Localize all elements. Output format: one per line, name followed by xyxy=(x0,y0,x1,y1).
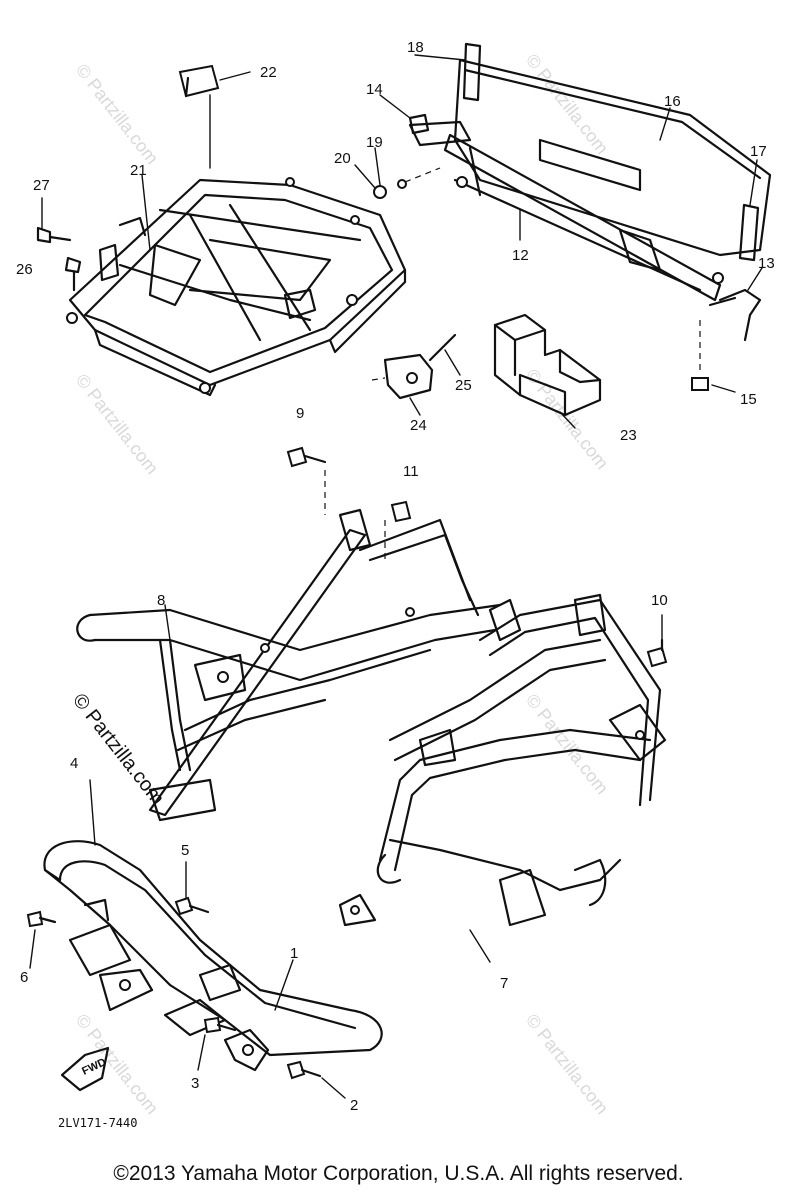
part-label-9: 9 xyxy=(296,405,304,422)
part-label-12: 12 xyxy=(512,247,529,264)
part-label-2: 2 xyxy=(350,1097,358,1114)
bolts-9-11 xyxy=(286,446,412,560)
part-label-17: 17 xyxy=(750,143,767,160)
watermark: © Partzilla.com xyxy=(522,1010,612,1118)
fwd-label: FWD xyxy=(80,1056,108,1077)
part-label-22: 22 xyxy=(260,64,277,81)
part-label-10: 10 xyxy=(651,592,668,609)
bolts-2-3-5-6 xyxy=(26,861,346,1099)
copyright-notice: ©2013 Yamaha Motor Corporation, U.S.A. A… xyxy=(113,1162,684,1185)
part-label-11: 11 xyxy=(403,463,419,480)
part-label-27: 27 xyxy=(33,177,50,194)
watermark: © Partzilla.com xyxy=(72,60,162,168)
part-label-15: 15 xyxy=(740,391,757,408)
part-label-18: 18 xyxy=(407,39,424,56)
part-label-26: 26 xyxy=(16,261,33,278)
frame-8-drawing xyxy=(76,508,502,822)
front-bar-drawing xyxy=(43,840,383,1072)
part-label-23: 23 xyxy=(620,427,637,444)
watermark: © Partzilla.com xyxy=(72,370,162,478)
seatback-drawing xyxy=(408,42,772,342)
part-label-25: 25 xyxy=(455,377,472,394)
part-label-19: 19 xyxy=(366,134,383,151)
cap-22 xyxy=(178,64,251,169)
bolt-15 xyxy=(691,320,736,393)
parts-24-25 xyxy=(371,333,457,400)
block-23 xyxy=(493,313,602,417)
part-label-5: 5 xyxy=(181,842,189,859)
seat-frame-drawing xyxy=(66,177,407,397)
watermarks: © Partzilla.com © Partzilla.com © Partzi… xyxy=(68,50,612,1118)
part-label-24: 24 xyxy=(410,417,427,434)
bolts-26-27 xyxy=(36,197,82,292)
bolt-10 xyxy=(646,614,668,668)
part-label-3: 3 xyxy=(191,1075,199,1092)
part-label-7: 7 xyxy=(500,975,508,992)
part-label-8: 8 xyxy=(157,592,165,609)
small-parts-14-19-20 xyxy=(373,113,441,199)
watermark-dark: © Partzilla.com xyxy=(68,690,168,810)
leader-lines xyxy=(89,54,763,1011)
part-label-21: 21 xyxy=(130,162,147,179)
watermark: © Partzilla.com xyxy=(522,690,612,798)
frame-7-drawing xyxy=(338,593,667,927)
part-label-1: 1 xyxy=(290,945,298,962)
part-label-6: 6 xyxy=(20,969,28,986)
drawing-code: 2LV171-7440 xyxy=(58,1116,137,1130)
part-label-20: 20 xyxy=(334,150,351,167)
part-label-16: 16 xyxy=(664,93,681,110)
part-label-14: 14 xyxy=(366,81,383,98)
part-labels: 1 2 3 4 5 6 7 8 9 10 11 12 13 14 15 16 1… xyxy=(16,39,775,1114)
part-label-13: 13 xyxy=(758,255,775,272)
part-label-4: 4 xyxy=(70,755,78,772)
watermark: © Partzilla.com xyxy=(522,50,612,158)
